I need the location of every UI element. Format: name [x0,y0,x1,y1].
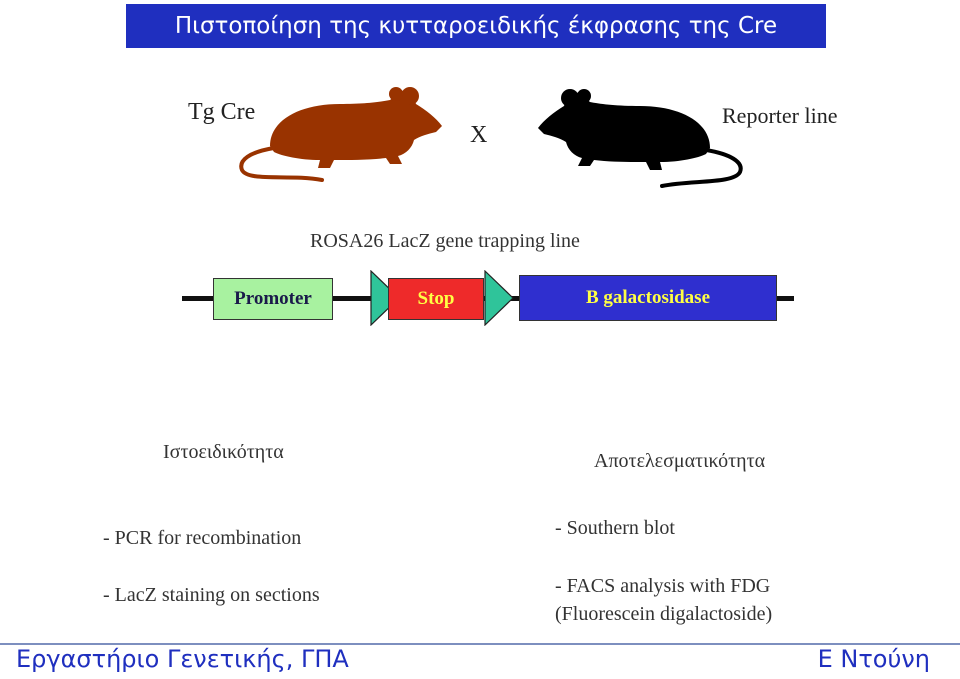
b-galactosidase-box: B galactosidase [519,275,777,321]
left-item-1: - PCR for recombination [103,527,302,549]
b-galactosidase-label: B galactosidase [585,287,711,308]
stop-box: Stop [388,278,484,320]
left-item-2: - LacZ staining on sections [103,584,320,606]
reporter-mouse-icon [538,89,743,188]
right-item-3: (Fluorescein digalactoside) [555,603,773,625]
cross-symbol: X [470,122,488,148]
stop-label: Stop [417,288,455,309]
promoter-label: Promoter [234,288,312,309]
slide-title: Πιστοποίηση της κυτταροειδικής έκφρασης … [126,4,826,48]
loxp-site-2-icon [484,270,514,326]
footer-author: Ε Ντούνη [817,645,930,673]
tg-cre-mouse-icon [239,87,442,182]
promoter-box: Promoter [213,278,333,320]
loxp-site-1-icon [370,270,400,326]
right-item-1: - Southern blot [555,517,675,539]
right-item-2: - FACS analysis with FDG [555,575,771,597]
efficiency-heading: Αποτελεσματικότητα [594,450,766,472]
reporter-line-label: Reporter line [722,103,838,128]
tg-cre-label: Tg Cre [188,99,256,125]
construct-title: ROSA26 LacZ gene trapping line [310,230,580,252]
tissue-specificity-heading: Ιστοειδικότητα [163,441,284,463]
footer-divider [0,643,960,645]
footer-lab: Εργαστήριο Γενετικής, ΓΠΑ [16,645,349,673]
